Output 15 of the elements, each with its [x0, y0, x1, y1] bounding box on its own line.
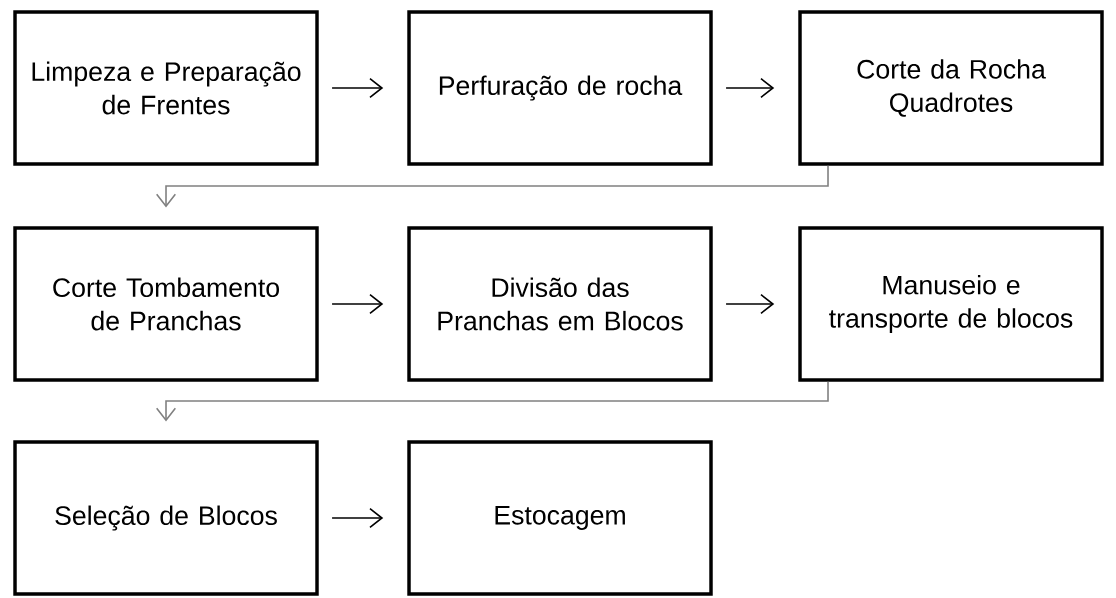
- arrow: [725, 293, 775, 315]
- process-box: Divisão das Pranchas em Blocos: [407, 226, 713, 382]
- process-box: Corte Tombamento de Pranchas: [13, 226, 319, 382]
- process-box: Estocagem: [407, 440, 713, 596]
- arrow: [155, 164, 829, 208]
- process-box: Manuseio e transporte de blocos: [798, 226, 1104, 382]
- arrow: [155, 380, 829, 422]
- arrow: [331, 507, 384, 529]
- arrow: [725, 77, 775, 99]
- arrow: [331, 77, 384, 99]
- process-box: Perfuração de rocha: [407, 10, 713, 166]
- arrow: [331, 293, 384, 315]
- process-box: Corte da Rocha Quadrotes: [798, 10, 1104, 166]
- process-box: Limpeza e Preparação de Frentes: [13, 10, 319, 166]
- process-box: Seleção de Blocos: [13, 440, 319, 596]
